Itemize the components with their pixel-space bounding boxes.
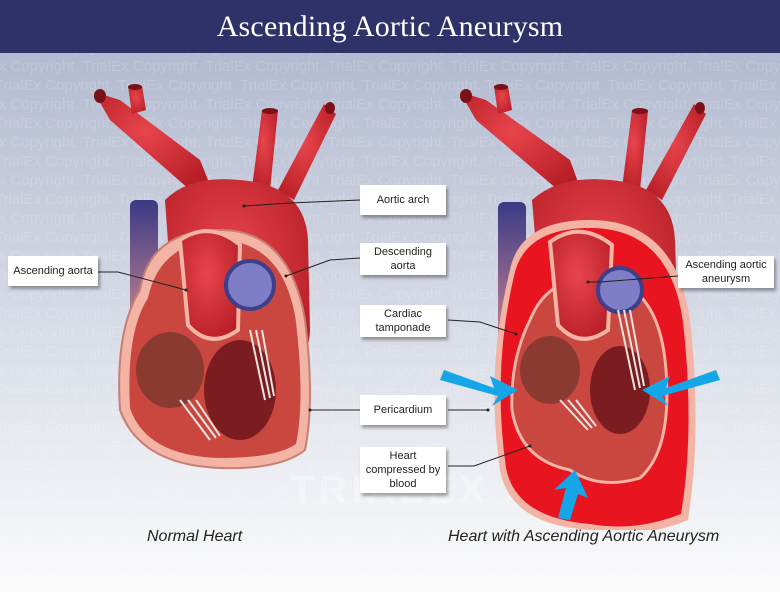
label-ascending-aortic-aneurysm: Ascending aortic aneurysm (678, 256, 774, 288)
compression-arrow-bottom (554, 470, 588, 520)
label-pericardium: Pericardium (360, 395, 446, 425)
title-bar: Ascending Aortic Aneurysm (0, 0, 780, 53)
label-heart-compressed: Heart compressed by blood (360, 447, 446, 493)
label-cardiac-tamponade: Cardiac tamponade (360, 305, 446, 337)
compression-arrow-left (440, 370, 518, 406)
label-descending-aorta: Descending aorta (360, 243, 446, 275)
caption-normal-heart: Normal Heart (147, 528, 243, 545)
label-ascending-aorta: Ascending aorta (8, 256, 98, 286)
page-title: Ascending Aortic Aneurysm (216, 9, 564, 43)
compression-arrow-right (642, 370, 720, 406)
label-aortic-arch: Aortic arch (360, 185, 446, 215)
normal-heart-illustration (94, 84, 336, 470)
aneurysm-heart-illustration (440, 84, 720, 530)
caption-aneurysm-heart: Heart with Ascending Aortic Aneurysm (448, 528, 720, 545)
